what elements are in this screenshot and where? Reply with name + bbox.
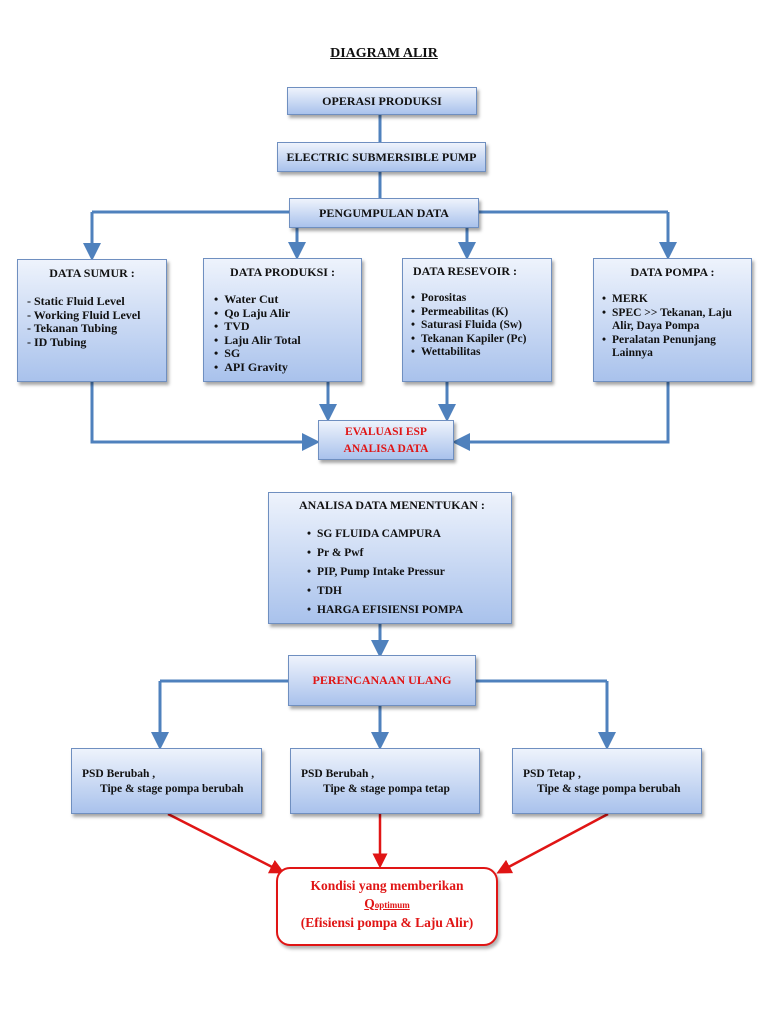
node-title: DATA PRODUKSI : — [230, 265, 335, 279]
node-line: EVALUASI ESP — [345, 426, 427, 438]
red-arrow — [167, 812, 285, 874]
node-analisa-data: ANALISA DATA MENENTUKAN : SG FLUIDA CAMP… — [268, 492, 512, 624]
node-perencanaan-ulang: PERENCANAAN ULANG — [288, 655, 476, 706]
node-data-resevoir: DATA RESEVOIR : Porositas Permeabilitas … — [402, 258, 552, 382]
node-line: Tipe & stage pompa berubah — [537, 783, 681, 795]
list-item: Qo Laju Alir — [214, 306, 361, 321]
node-line: Kondisi yang memberikan — [310, 878, 464, 893]
node-data-produksi: DATA PRODUKSI : Water Cut Qo Laju Alir T… — [203, 258, 362, 382]
list-item: Porositas — [411, 292, 551, 306]
node-esp: ELECTRIC SUBMERSIBLE PUMP — [277, 142, 486, 172]
list-item: Permeabilitas (K) — [411, 306, 551, 320]
node-line: Tipe & stage pompa tetap — [323, 783, 450, 795]
node-title: DATA SUMUR : — [49, 266, 135, 280]
q-optimum: Qoptimum — [278, 895, 496, 914]
list-item: SPEC >> Tekanan, Laju Alir, Daya Pompa — [602, 307, 745, 334]
node-line: PSD Berubah , — [82, 768, 156, 780]
list-item: - ID Tubing — [27, 334, 87, 349]
node-line: (Efisiensi pompa & Laju Alir) — [300, 915, 474, 930]
node-psd-1: PSD Berubah , Tipe & stage pompa berubah — [71, 748, 262, 814]
q-subscript: optimum — [374, 900, 410, 910]
list-item: TVD — [214, 319, 361, 334]
list-item: TDH — [307, 582, 511, 601]
list-item: API Gravity — [214, 360, 361, 375]
list-item: Saturasi Fluida (Sw) — [411, 319, 551, 333]
node-line: PSD Tetap , — [523, 768, 581, 780]
red-arrow — [496, 812, 609, 874]
node-title: DATA POMPA : — [630, 265, 715, 279]
list-item: Pr & Pwf — [307, 544, 511, 563]
list-item: SG FLUIDA CAMPURA — [307, 525, 511, 544]
node-title: DATA RESEVOIR : — [413, 264, 517, 278]
node-line: PSD Berubah , — [301, 768, 375, 780]
list-item: - Working Fluid Level — [27, 307, 141, 322]
node-line: ANALISA DATA — [343, 443, 429, 455]
arrow — [90, 382, 320, 451]
list-item: - Tekanan Tubing — [27, 321, 118, 335]
list-item: Wettabilitas — [411, 346, 551, 360]
diagram-title: DIAGRAM ALIR — [330, 46, 438, 61]
node-psd-3: PSD Tetap , Tipe & stage pompa berubah — [512, 748, 702, 814]
node-pengumpulan-data: PENGUMPULAN DATA — [289, 198, 479, 228]
list-item: Water Cut — [214, 292, 361, 307]
node-psd-2: PSD Berubah , Tipe & stage pompa tetap — [290, 748, 480, 814]
q-symbol: Q — [364, 896, 375, 911]
list-item: SG — [214, 346, 361, 361]
node-kondisi-optimum: Kondisi yang memberikan Qoptimum (Efisie… — [276, 867, 498, 946]
node-data-sumur: DATA SUMUR : - Static Fluid Level - Work… — [17, 259, 167, 382]
node-evaluasi-esp: EVALUASI ESP ANALISA DATA — [318, 420, 454, 460]
node-title: ANALISA DATA MENENTUKAN : — [299, 498, 485, 512]
list-item: MERK — [602, 293, 745, 307]
list-item: Peralatan Penunjang Lainnya — [602, 334, 745, 361]
list-item: HARGA EFISIENSI POMPA — [307, 601, 511, 620]
arrow — [452, 382, 670, 451]
list-item: PIP, Pump Intake Pressur — [307, 563, 511, 582]
list-item: Laju Alir Total — [214, 333, 361, 348]
node-line: Tipe & stage pompa berubah — [100, 783, 244, 795]
node-data-pompa: DATA POMPA : MERK SPEC >> Tekanan, Laju … — [593, 258, 752, 382]
list-item: - Static Fluid Level — [27, 294, 125, 308]
list-item: Tekanan Kapiler (Pc) — [411, 333, 551, 347]
node-operasi-produksi: OPERASI PRODUKSI — [287, 87, 477, 115]
